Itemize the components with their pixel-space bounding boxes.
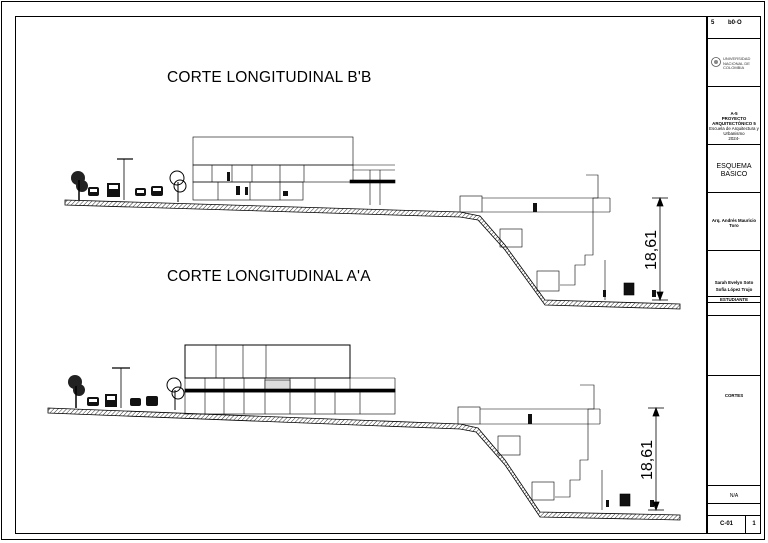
car-icon <box>146 396 158 406</box>
lower-structure-bb <box>459 174 635 300</box>
tb-top-right-mark: b0·O <box>728 20 742 26</box>
tb-university: UNIVERSIDAD NACIONAL DE COLOMBIA <box>708 39 760 87</box>
drawing-frame <box>15 16 707 534</box>
student-name-1: Sarah Evelyn Soto <box>714 280 754 285</box>
course-name-2: ARQUITECTÓNICO 5 <box>712 121 756 126</box>
tb-course: A-5 PROYECTO ARQUITECTÓNICO 5 Escuela de… <box>708 87 760 145</box>
tb-top-left-mark: 5 <box>711 20 715 26</box>
car-icon <box>151 186 163 196</box>
section-bb: 18,61 <box>64 136 681 310</box>
tb-dates <box>708 504 760 516</box>
tb-scale: N/A <box>708 486 760 504</box>
section-bb-title: CORTE LONGITUDINAL B'B <box>167 69 372 86</box>
street-lamp-icon <box>117 158 133 200</box>
section-aa: 18,61 <box>47 344 681 521</box>
tree-icon <box>71 171 88 200</box>
tb-content: ESQUEMA BASICO <box>708 145 760 193</box>
terrain-aa <box>47 407 681 521</box>
school-name-1: Escuela de Arquitectura y <box>709 126 759 131</box>
lower-structure-aa <box>457 384 631 510</box>
car-icon <box>135 188 146 196</box>
tree-icon <box>169 170 187 202</box>
tb-sheet-content: CORTES <box>708 376 760 486</box>
people-icon <box>533 203 656 297</box>
people-icon <box>528 414 654 507</box>
building-section-bb <box>192 136 396 205</box>
school-name-2: Urbanismo <box>723 131 745 136</box>
tree-icon <box>68 375 85 408</box>
height-dimension-label-aa: 18,61 <box>639 440 656 480</box>
university-name: UNIVERSIDAD NACIONAL DE COLOMBIA <box>723 56 751 70</box>
tb-professor: Arq. Andrés Mauricio Toro <box>708 193 760 251</box>
content-title-2: BASICO <box>720 171 748 178</box>
bus-icon <box>107 183 120 197</box>
professor-name: Arq. Andrés Mauricio Toro <box>711 218 757 228</box>
height-dimension-bb <box>652 196 668 302</box>
street-lamp-icon <box>112 367 130 408</box>
car-icon <box>87 397 99 406</box>
tb-sheet-id: C-01 1 <box>708 516 760 533</box>
sheet-code: C-01 <box>719 521 733 527</box>
tb-header: 5 b0·O <box>708 17 760 39</box>
building-section-aa <box>184 344 396 415</box>
tb-students: Sarah Evelyn Soto Sofía López Trujo ESTU… <box>708 251 760 316</box>
section-aa-title: CORTE LONGITUDINAL A'A <box>167 268 371 285</box>
content-title-1: ESQUEMA <box>716 163 752 170</box>
sheet-content: CORTES <box>724 393 744 398</box>
terrain-bb <box>64 199 681 310</box>
course-code: A-5 <box>730 111 738 116</box>
student-name-2: Sofía López Trujo <box>715 287 753 292</box>
tb-notes <box>708 316 760 376</box>
scale-value: N/A <box>729 493 739 499</box>
semester: 2024- <box>728 136 740 141</box>
title-block: 5 b0·O UNIVERSIDAD NACIONAL DE COLOMBIA … <box>707 16 761 534</box>
height-dimension-label-bb: 18,61 <box>643 230 660 270</box>
car-icon <box>88 187 99 196</box>
course-name-1: PROYECTO <box>721 116 747 121</box>
sheet-number: 1 <box>752 521 756 527</box>
car-icon <box>130 398 141 406</box>
people-icon <box>227 172 288 196</box>
height-dimension-aa <box>648 406 664 512</box>
university-seal-icon <box>711 57 721 67</box>
bus-icon <box>105 394 117 407</box>
students-label: ESTUDIANTE <box>708 296 760 303</box>
tree-icon <box>166 377 185 410</box>
